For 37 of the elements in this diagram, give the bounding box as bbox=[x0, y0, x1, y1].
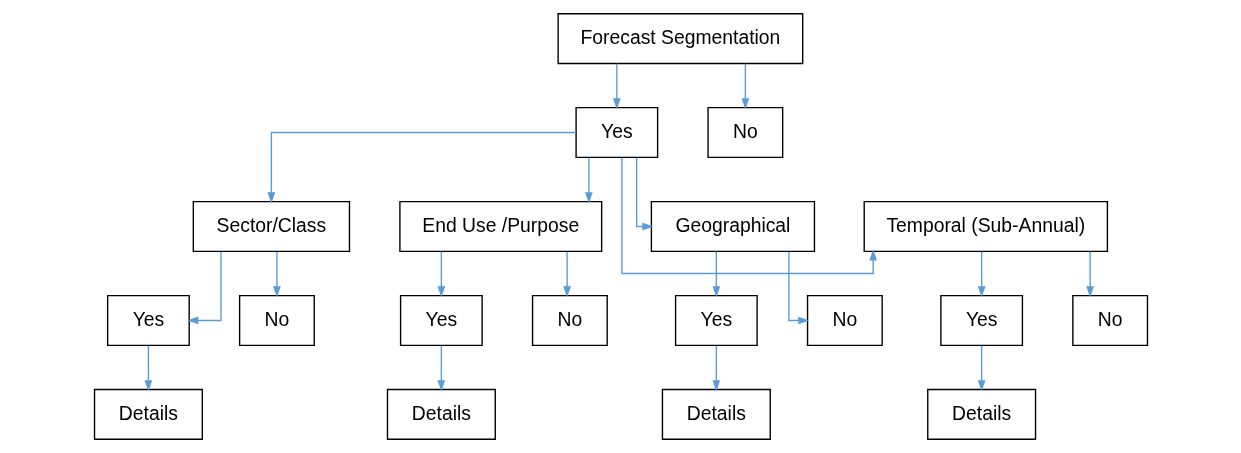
node-box: Yes bbox=[574, 106, 658, 159]
node-box: Details bbox=[926, 388, 1036, 440]
node-box: Sector/Class bbox=[192, 200, 350, 253]
arrow bbox=[437, 251, 445, 298]
node-box: Yes bbox=[399, 294, 483, 347]
node-box: No bbox=[531, 294, 608, 347]
arrow bbox=[1085, 251, 1094, 298]
node-box: Forecast Segmentation bbox=[556, 13, 803, 65]
arrow bbox=[144, 344, 152, 392]
node-box: No bbox=[706, 106, 783, 159]
node-box: End Use /Purpose bbox=[398, 200, 602, 253]
arrow bbox=[787, 251, 809, 325]
arrow bbox=[741, 63, 749, 110]
arrow bbox=[186, 251, 222, 325]
node-box: Details bbox=[386, 388, 496, 440]
node-box: Yes bbox=[939, 294, 1023, 347]
node-box: Yes bbox=[106, 294, 190, 347]
arrow bbox=[267, 131, 577, 204]
arrow bbox=[584, 157, 593, 204]
node-box: Details bbox=[661, 388, 771, 440]
node-box: No bbox=[1071, 294, 1148, 347]
arrow bbox=[711, 344, 720, 392]
node-box: No bbox=[238, 294, 315, 347]
arrow bbox=[272, 251, 281, 298]
node-box: Yes bbox=[674, 294, 758, 347]
arrow bbox=[612, 63, 621, 110]
node-box: Temporal (Sub-Annual) bbox=[863, 200, 1108, 253]
node-box: Geographical bbox=[650, 200, 815, 253]
node-box: Details bbox=[93, 388, 203, 440]
node-box: No bbox=[806, 294, 883, 347]
arrow bbox=[977, 344, 986, 392]
arrow bbox=[437, 344, 445, 392]
arrow bbox=[977, 251, 986, 298]
arrow bbox=[562, 251, 571, 298]
arrow bbox=[620, 157, 877, 275]
arrow bbox=[635, 157, 653, 231]
arrow bbox=[711, 251, 720, 298]
